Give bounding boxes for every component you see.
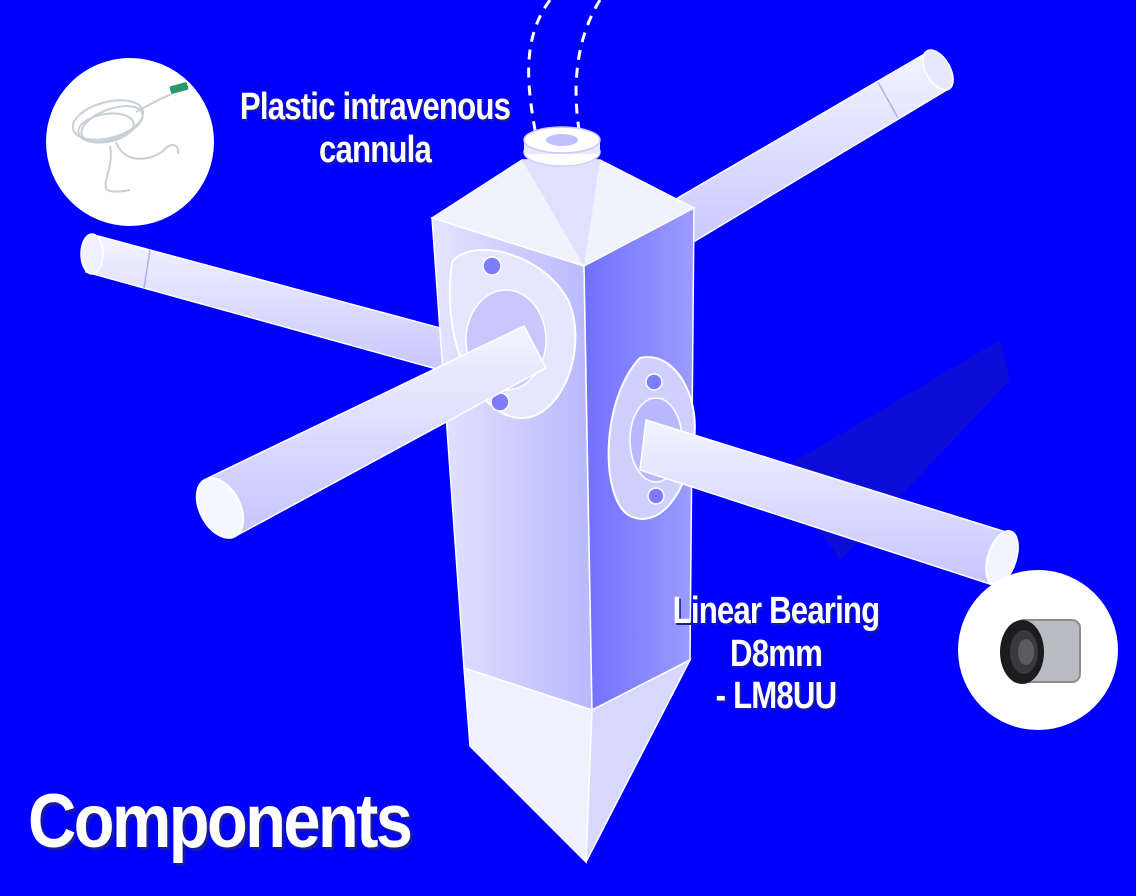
cannula-label-line-2: cannula [318,128,432,171]
cannula-tubing-icon [71,82,189,193]
rod-upper-right [639,49,954,264]
bearing-label-line-1: Linear Bearing D8mm [672,590,881,675]
bearing-label-line-2: - LM8UU [715,675,837,718]
bearing-label: Linear Bearing D8mm - LM8UU [628,590,923,718]
rod-left-lower [195,325,548,540]
rod-right [639,419,1019,587]
cannula-tube-dashed-line-2 [574,0,602,137]
bearing-photo [958,570,1118,730]
linear-bearing-icon [1000,619,1081,684]
cannula-label-line-1: Plastic intravenous [239,86,511,128]
cannula-photo [46,58,214,226]
page-title: Components [28,779,413,864]
cannula-tube-dashed-line [527,0,552,137]
rod-left-upper [80,233,471,377]
cannula-label: Plastic intravenous cannula [240,86,511,171]
